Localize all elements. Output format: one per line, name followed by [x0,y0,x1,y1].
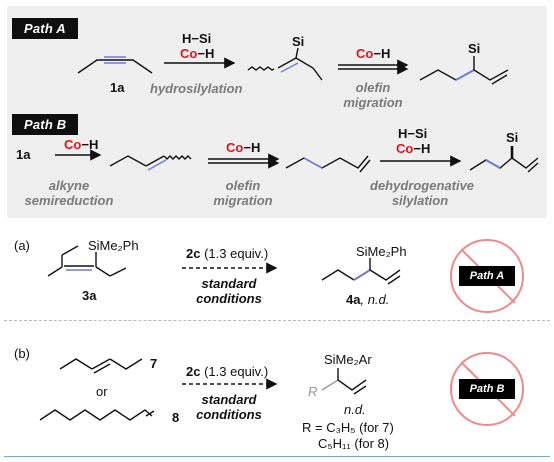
path-a-tag: Path A [12,18,78,39]
reagent-2c-a: 2c (1.3 equiv.) [186,246,269,261]
internal-alkene-structure [109,155,192,171]
reagent-h-si: H−Si [182,31,212,46]
substrate-8-structure [39,409,155,421]
mechanism-panel [7,6,547,218]
product-b-r: R [308,384,318,399]
reagent-co-h-b3: Co−H [396,141,431,156]
reagent-co-h-migration: Co−H [356,46,391,61]
bottom-rule [4,456,550,457]
path-a-excluded-stamp: Path A [450,239,524,313]
substrate-7-structure [59,358,143,374]
vinylsilane-structure [247,47,323,81]
product-b-result: n.d. [344,402,366,417]
reagent-h-si-b: H−Si [398,126,428,141]
reagent-co-h-b2: Co−H [226,140,261,155]
part-b-label: (b) [14,346,30,361]
r-definition-line2: C₅H₁₁ (for 8) [318,436,390,451]
part-a-label: (a) [14,238,30,253]
substrate-3a-group: SiMe₂Ph [88,238,139,253]
substrate-3a-id: 3a [82,288,97,303]
substrate-3a-structure [47,245,127,277]
section-divider [4,320,550,321]
r-definition-line1: R = C₃H₅ (for 7) [302,420,394,435]
reagent-co-h-b1: Co−H [64,137,99,152]
step-hydrosilylation: hydrosilylation [150,81,243,96]
product-4a-group: SiMe₂Ph [356,244,407,259]
terminal-alkene-structure [285,155,371,173]
allylsilane-product-b [469,146,539,173]
si-label-product-a: Si [468,41,481,56]
compound-1a-label: 1a [110,80,125,95]
substrate-8-id: 8 [172,410,180,425]
product-b-group: SiMe₂Ar [324,352,372,367]
alkyne-1a-structure [77,56,153,74]
si-label-product-b: Si [506,130,519,145]
compound-1a-label-b: 1a [16,147,31,162]
allylsilane-product-a [419,56,509,85]
substrate-7-id: 7 [150,356,158,371]
path-b-excluded-stamp: Path B [450,352,524,426]
reagent-2c-b: 2c (1.3 equiv.) [186,364,269,379]
product-4a-structure [321,258,401,285]
product-4a-label: 4a, n.d. [346,292,390,307]
product-b-structure [321,368,367,395]
si-label-vinylsilane: Si [292,34,305,49]
reagent-co-h: Co−H [180,46,215,61]
or-label: or [96,384,108,399]
path-b-tag: Path B [12,114,79,135]
